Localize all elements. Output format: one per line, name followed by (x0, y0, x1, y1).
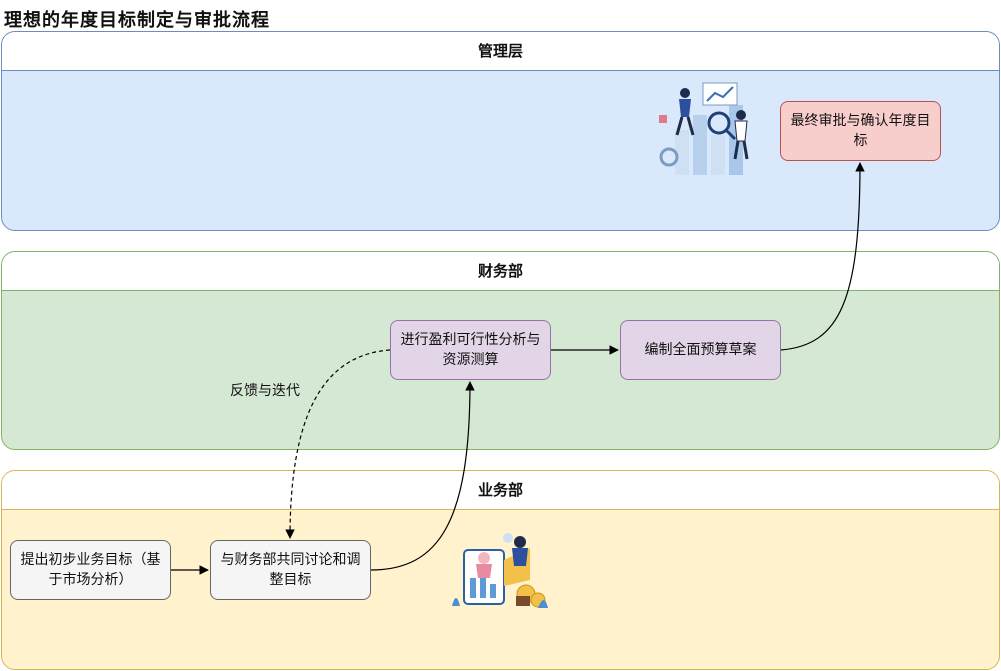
node-profit-analysis: 进行盈利可行性分析与资源测算 (390, 320, 551, 380)
team-analytics-illustration (659, 82, 749, 175)
lane-business-header: 业务部 (2, 471, 999, 510)
node-budget-draft: 编制全面预算草案 (620, 320, 781, 380)
node-final-approval: 最终审批与确认年度目标 (780, 101, 941, 161)
node-propose-targets: 提出初步业务目标（基于市场分析） (10, 540, 171, 600)
node-propose-targets-label: 提出初步业务目标（基于市场分析） (20, 552, 161, 588)
lane-finance-header: 财务部 (2, 252, 999, 291)
lane-management-header: 管理层 (2, 32, 999, 71)
diagram-title: 理想的年度目标制定与审批流程 (4, 10, 270, 31)
node-joint-discussion-label: 与财务部共同讨论和调整目标 (220, 552, 361, 588)
node-joint-discussion: 与财务部共同讨论和调整目标 (210, 540, 371, 600)
node-profit-analysis-label: 进行盈利可行性分析与资源测算 (400, 332, 541, 368)
node-final-approval-label: 最终审批与确认年度目标 (790, 113, 931, 149)
edge-budget-to-final (780, 162, 865, 351)
edge-label-feedback: 反馈与迭代 (230, 383, 300, 399)
edge-feedback (285, 349, 391, 539)
financial-planning-illustration (452, 533, 548, 608)
edge-discuss-to-profit (370, 381, 475, 571)
node-budget-draft-label: 编制全面预算草案 (644, 342, 757, 358)
